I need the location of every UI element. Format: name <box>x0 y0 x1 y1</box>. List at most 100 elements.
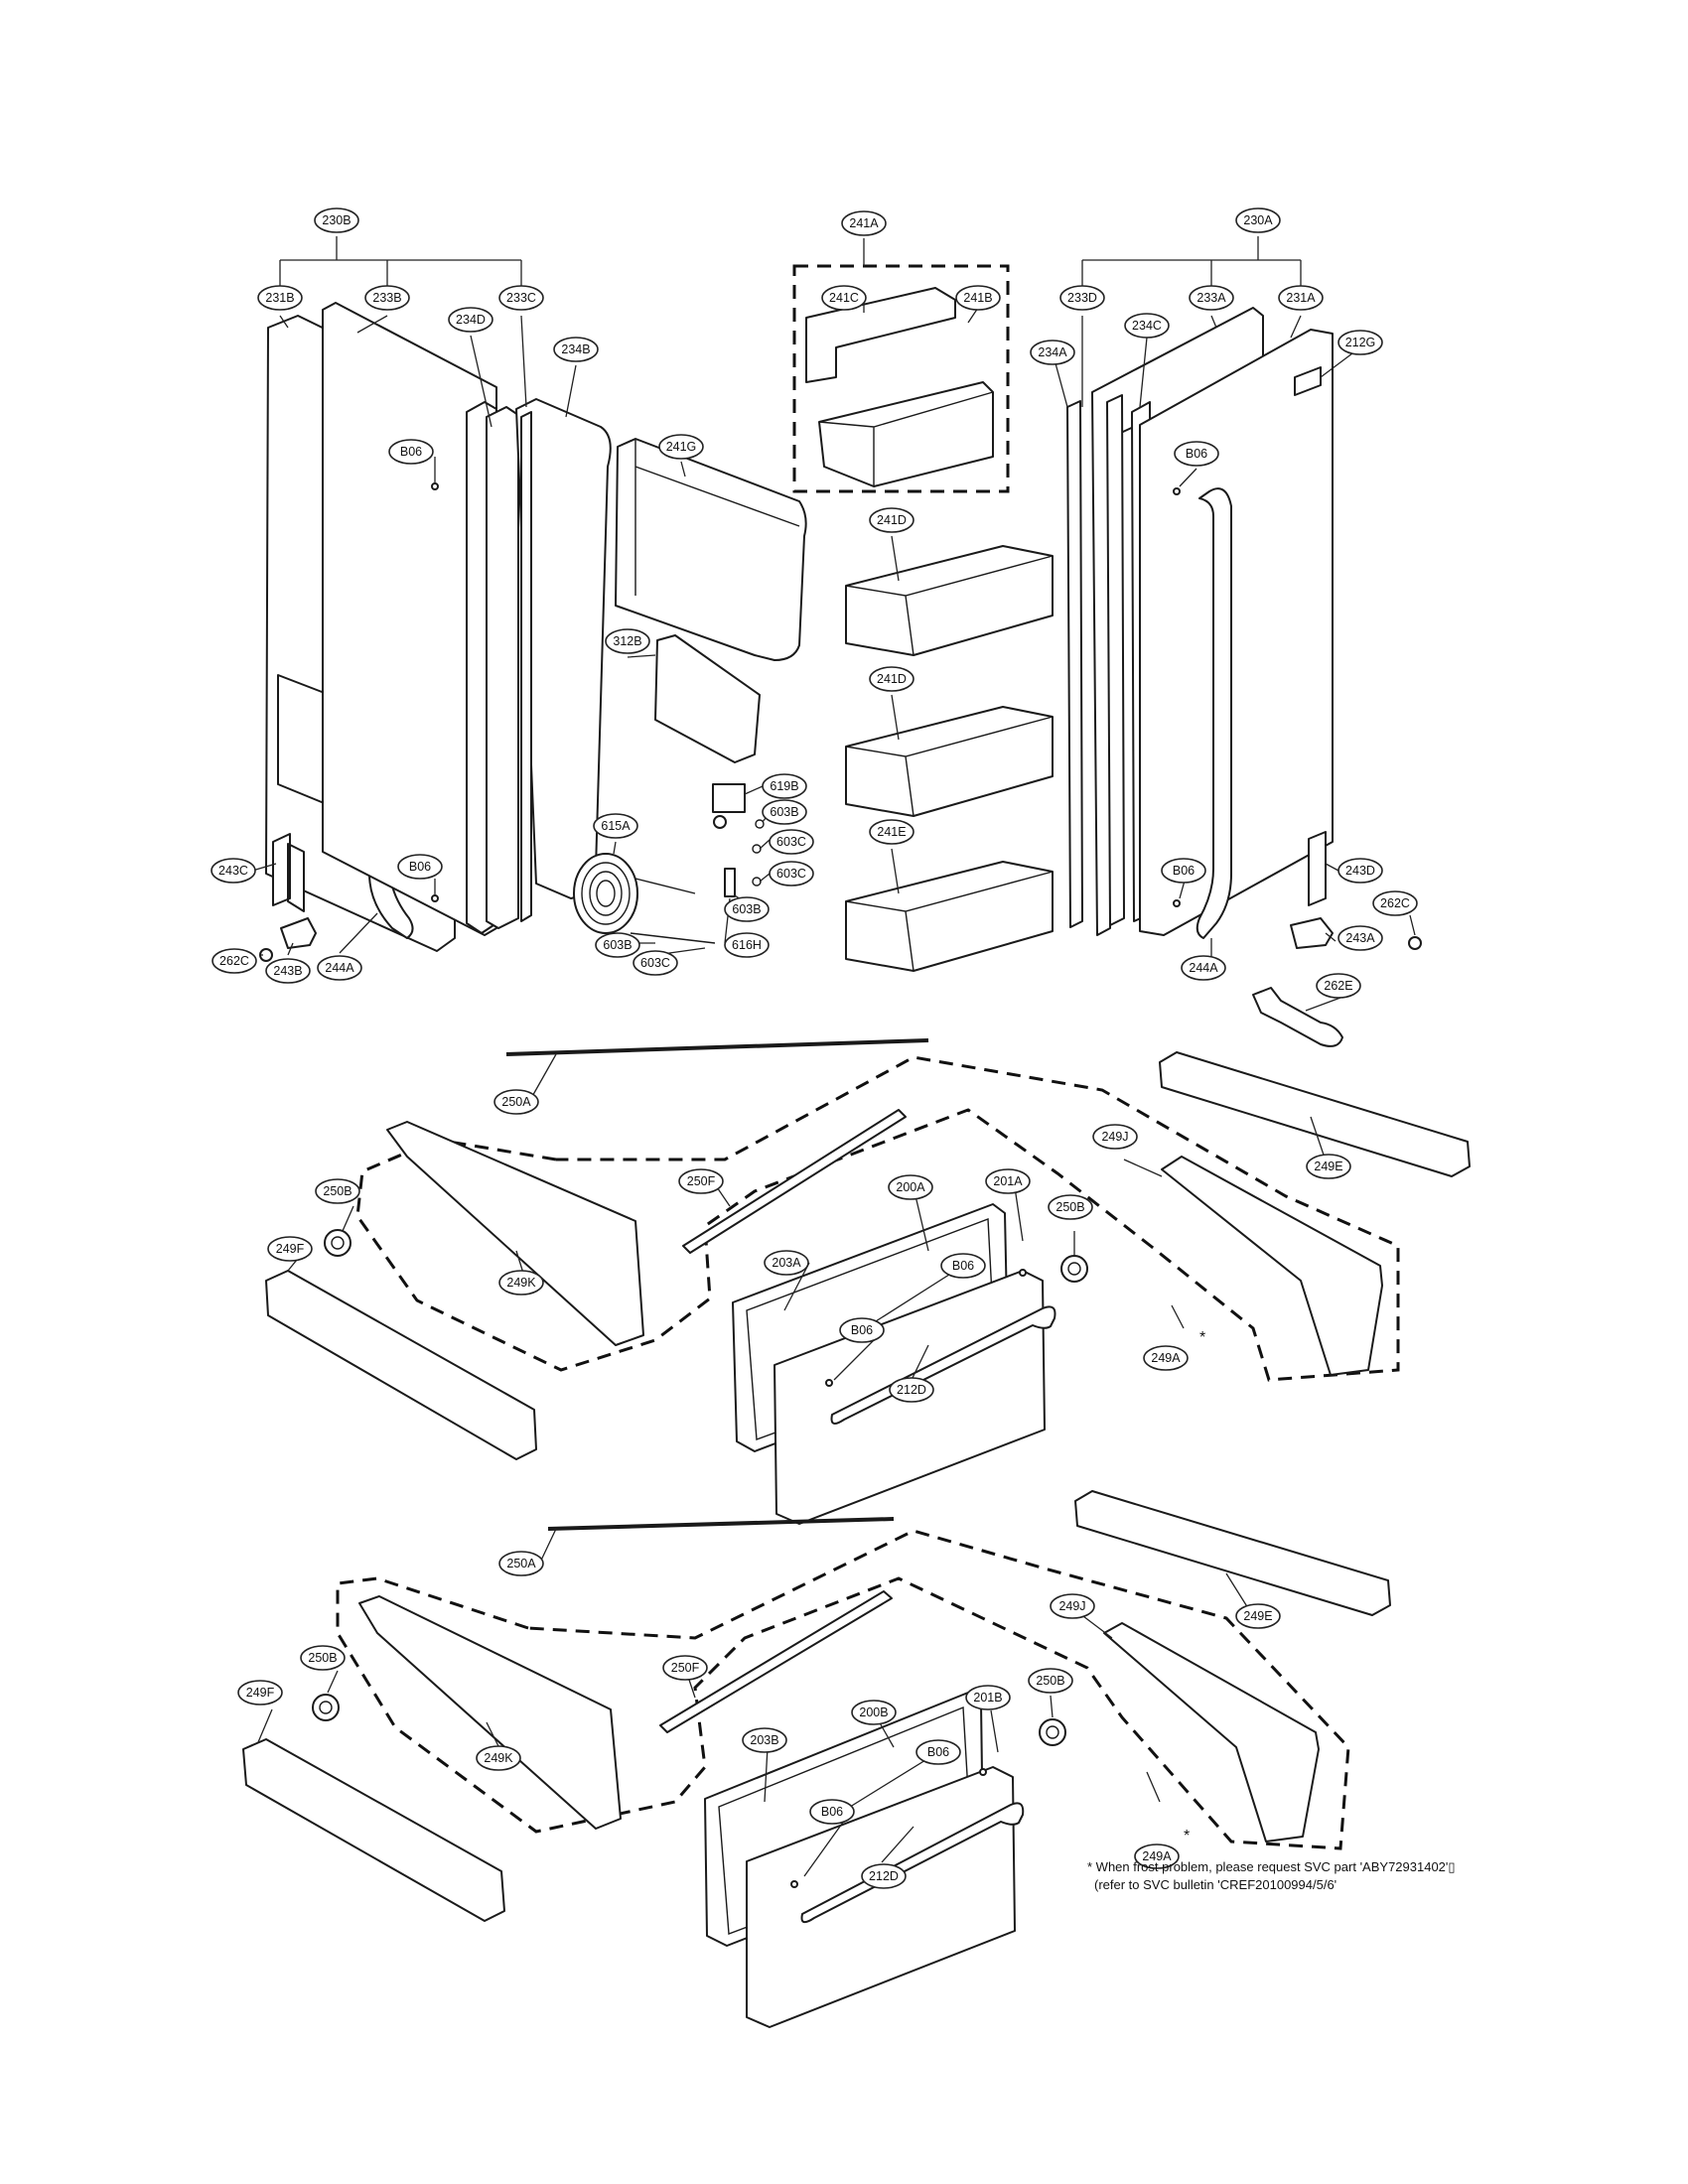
callout-b06: B06 <box>1174 441 1219 467</box>
callout-241e: 241E <box>869 819 914 845</box>
callout-label: 230A <box>1243 213 1273 227</box>
right-door-assembly <box>1066 236 1422 1047</box>
callout-243a: 243A <box>1337 925 1383 951</box>
callout-ellipse <box>1134 1843 1180 1869</box>
callout-ellipse <box>314 207 359 233</box>
callout-ellipse <box>762 799 807 825</box>
callout-234c: 234C <box>1124 313 1170 339</box>
callout-ellipse <box>476 1745 521 1771</box>
callout-262c: 262C <box>211 948 257 974</box>
callout-ellipse <box>724 932 770 958</box>
screw <box>790 1880 798 1888</box>
callout-label: 212D <box>869 1869 899 1883</box>
callout-203b: 203B <box>742 1727 787 1753</box>
callout-ellipse <box>605 628 650 654</box>
callout-b06: B06 <box>1161 858 1206 884</box>
bin-cover-241C <box>805 287 956 383</box>
callout-200b: 200B <box>851 1700 897 1725</box>
callout-b06: B06 <box>940 1253 986 1279</box>
callout-212d: 212D <box>889 1377 934 1403</box>
callout-ellipse <box>267 1236 313 1262</box>
callout-label: 249A <box>1142 1849 1172 1863</box>
callout-label: 250A <box>506 1557 536 1570</box>
callout-250b: 250B <box>1028 1668 1073 1694</box>
callout-label: 231A <box>1286 291 1316 305</box>
callout-250f: 250F <box>662 1655 708 1681</box>
callout-label: 234A <box>1038 345 1067 359</box>
callout-ellipse <box>300 1645 346 1671</box>
callout-ellipse <box>869 507 914 533</box>
door-strip-233C <box>520 411 532 922</box>
callout-ellipse <box>397 854 443 880</box>
rail-249E-1 <box>1159 1051 1471 1177</box>
callout-label: 250F <box>687 1174 716 1188</box>
callout-241a: 241A <box>841 210 887 236</box>
bracket-249J-2 <box>1103 1622 1320 1843</box>
callout-label: B06 <box>851 1323 873 1337</box>
callout-201b: 201B <box>965 1685 1011 1710</box>
callout-ellipse <box>662 1655 708 1681</box>
callout-label: 231B <box>265 291 294 305</box>
callout-ellipse <box>388 439 434 465</box>
hinge-243D <box>1308 831 1327 906</box>
callout-249a: 249A <box>1134 1843 1180 1869</box>
callout-label: 262C <box>219 954 249 968</box>
callout-619b: 619B <box>762 773 807 799</box>
bracket-249K-1 <box>386 1121 644 1346</box>
callout-ellipse <box>211 948 257 974</box>
callout-262c: 262C <box>1372 890 1418 916</box>
hinge-243A <box>1290 917 1334 949</box>
door-bin-241D-2 <box>845 706 1054 817</box>
callout-label: 241B <box>963 291 992 305</box>
star-mark: * <box>1184 1828 1190 1844</box>
callout-ellipse <box>1337 330 1383 355</box>
callout-label: 249J <box>1058 1599 1085 1613</box>
callout-ellipse <box>257 285 303 311</box>
callout-ellipse <box>493 1089 539 1115</box>
gear-250B <box>1039 1718 1066 1746</box>
callout-label: 249E <box>1314 1160 1342 1173</box>
callout-ellipse <box>841 210 887 236</box>
callout-label: 234D <box>456 313 486 327</box>
callout-ellipse <box>1030 340 1075 365</box>
callout-label: 603B <box>603 938 632 952</box>
callout-ellipse <box>724 896 770 922</box>
callout-ellipse <box>955 285 1001 311</box>
callout-label: B06 <box>1186 447 1207 461</box>
callout-ellipse <box>448 307 493 333</box>
callout-ellipse <box>889 1377 934 1403</box>
callout-label: 200A <box>896 1180 925 1194</box>
callout-label: 241E <box>877 825 906 839</box>
rod-250A <box>505 1038 929 1056</box>
gear-250B <box>312 1694 340 1721</box>
callout-244a: 244A <box>317 955 362 981</box>
callout-234d: 234D <box>448 307 493 333</box>
callout-b06: B06 <box>388 439 434 465</box>
callout-ellipse <box>364 285 410 311</box>
bushing-262C <box>1408 936 1422 950</box>
handle-212D-1 <box>830 1305 1056 1425</box>
callout-241d: 241D <box>869 666 914 692</box>
fitting-616H <box>724 868 736 897</box>
callout-ellipse <box>1161 858 1206 884</box>
callout-label: B06 <box>400 445 422 459</box>
screw <box>979 1768 987 1776</box>
bracket-249K-2 <box>358 1595 622 1830</box>
callout-ellipse <box>1189 285 1234 311</box>
callout-label: 603C <box>776 867 806 881</box>
callout-label: 233D <box>1067 291 1097 305</box>
callout-label: 603C <box>640 956 670 970</box>
callout-label: 243A <box>1345 931 1375 945</box>
callout-label: 233A <box>1196 291 1226 305</box>
callout-label: B06 <box>927 1745 949 1759</box>
upper-drawer-assembly <box>265 1038 1471 1525</box>
callout-616h: 616H <box>724 932 770 958</box>
bracket-249J-1 <box>1161 1156 1383 1376</box>
fitting-603B <box>755 819 765 829</box>
right-door-panel <box>1139 329 1334 936</box>
service-note-line2: (refer to SVC bulletin 'CREF20100994/5/6… <box>1094 1877 1336 1892</box>
door-bin-241D-1 <box>845 545 1054 656</box>
callout-label: 616H <box>732 938 762 952</box>
tube-coil-615A <box>573 853 716 944</box>
callout-ellipse <box>1235 1603 1281 1629</box>
